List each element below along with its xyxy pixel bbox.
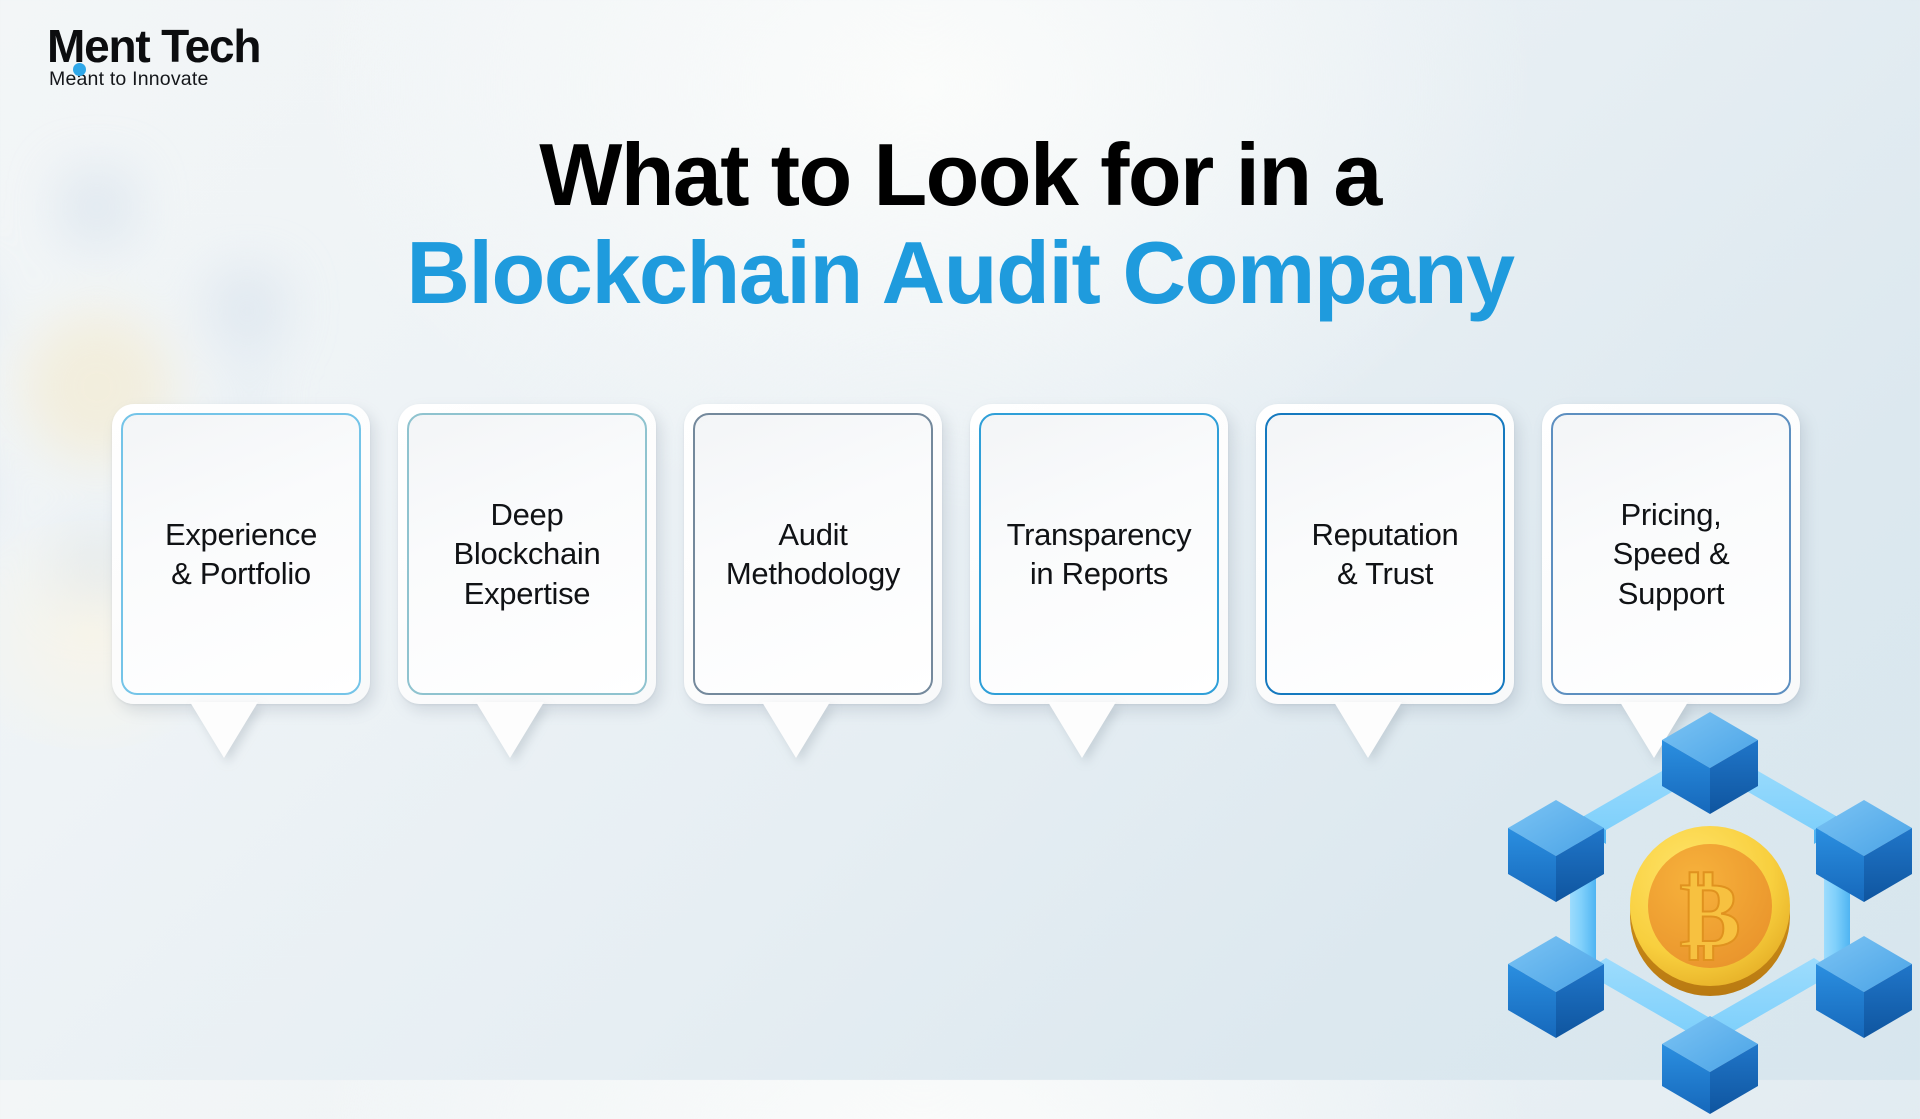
blockchain-bar (1824, 844, 1850, 966)
page-title-line-2: Blockchain Audit Company (406, 223, 1515, 323)
criteria-card[interactable]: Reputation & Trust (1256, 404, 1514, 758)
criteria-card[interactable]: Pricing, Speed & Support (1542, 404, 1800, 758)
blockchain-cube (1662, 1016, 1758, 1114)
criteria-card-body: Transparency in Reports (979, 413, 1219, 695)
blockchain-bar (1710, 958, 1836, 1032)
blockchain-svg: ₿ (1508, 712, 1912, 1114)
criteria-card-body: Audit Methodology (693, 413, 933, 695)
speech-bubble-tail (476, 702, 544, 758)
speech-bubble-tail (762, 702, 830, 758)
blockchain-cube (1816, 936, 1912, 1038)
criteria-card-row: Experience & Portfolio Deep Blockchain E… (112, 404, 1800, 758)
blockchain-cube (1816, 800, 1912, 902)
svg-text:₿: ₿ (1679, 864, 1740, 966)
page-title-line-1: What to Look for in a (539, 125, 1382, 224)
criteria-card-body: Reputation & Trust (1265, 413, 1505, 695)
blockchain-cube (1508, 936, 1604, 1038)
criteria-card[interactable]: Experience & Portfolio (112, 404, 370, 758)
criteria-card-label: Experience & Portfolio (164, 516, 318, 591)
brand-logo[interactable]: Ment Tech Meant to Innovate (47, 20, 261, 91)
blockchain-bar (1584, 958, 1710, 1032)
blockchain-cube (1508, 800, 1604, 902)
brand-name: Ment Tech (47, 20, 261, 72)
criteria-card-label: Transparency in Reports (1006, 516, 1192, 591)
criteria-card[interactable]: Audit Methodology (684, 404, 942, 758)
bitcoin-coin-icon: ₿ (1630, 826, 1790, 996)
brand-tagline: Meant to Innovate (49, 67, 209, 90)
speech-bubble-tail (1334, 702, 1402, 758)
criteria-card-body: Pricing, Speed & Support (1551, 413, 1791, 695)
criteria-card-label: Audit Methodology (725, 516, 901, 591)
speech-bubble-tail (1620, 702, 1688, 758)
speech-bubble-tail (1048, 702, 1116, 758)
page-title: What to Look for in a Blockchain Audit C… (0, 128, 1920, 325)
blockchain-bar (1710, 756, 1836, 844)
criteria-card-label: Reputation & Trust (1311, 516, 1459, 591)
criteria-card[interactable]: Transparency in Reports (970, 404, 1228, 758)
criteria-card-label: Deep Blockchain Expertise (453, 496, 601, 611)
dot-icon (73, 63, 86, 76)
criteria-card-body: Experience & Portfolio (121, 413, 361, 695)
blockchain-bar (1584, 756, 1710, 844)
speech-bubble-tail (190, 702, 258, 758)
criteria-card-body: Deep Blockchain Expertise (407, 413, 647, 695)
blockchain-bar (1570, 844, 1596, 966)
blockchain-network-bitcoin-illustration: ₿ (1492, 684, 1920, 1114)
criteria-card-label: Pricing, Speed & Support (1612, 496, 1730, 611)
criteria-card[interactable]: Deep Blockchain Expertise (398, 404, 656, 758)
